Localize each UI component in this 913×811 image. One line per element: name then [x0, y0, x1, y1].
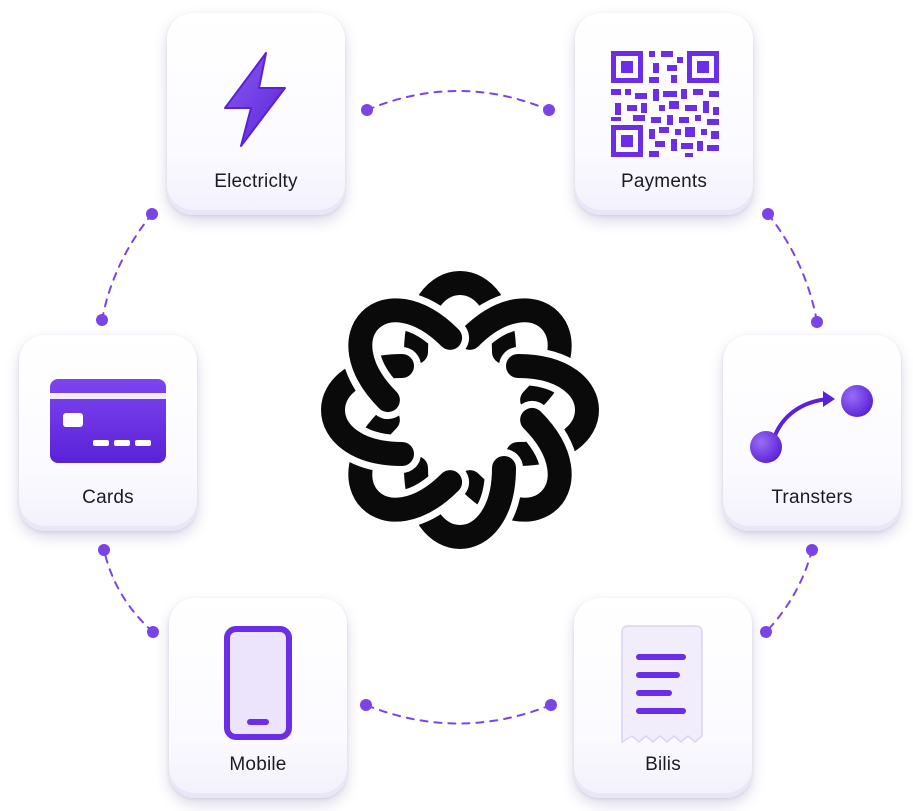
qr-code-icon: [611, 51, 719, 157]
connector-payments-transfers: [767, 213, 818, 323]
connector-dot: [806, 544, 818, 556]
tile-label: Mobile: [229, 754, 287, 775]
connector-bills-mobile: [365, 704, 552, 725]
connector-dot: [98, 544, 110, 556]
lightning-bolt-icon: [224, 52, 286, 147]
connector-mobile-cards: [103, 549, 154, 633]
tile-label: Cards: [82, 487, 134, 508]
connector-dot: [545, 699, 557, 711]
connector-dot: [146, 208, 158, 220]
tile-transfers[interactable]: Transters: [723, 335, 901, 531]
connector-electricity-payments: [366, 90, 550, 111]
connector-dot: [361, 104, 373, 116]
mobile-phone-icon: [224, 626, 292, 740]
tile-label: Payments: [620, 171, 708, 192]
transfer-arrow-icon: [750, 385, 873, 463]
connector-dot: [811, 316, 823, 328]
connector-dot: [96, 314, 108, 326]
tile-electricity[interactable]: Electriclty: [167, 13, 345, 215]
receipt-icon: [621, 625, 703, 744]
connector-dot: [147, 626, 159, 638]
tile-bills[interactable]: Bilis: [574, 598, 752, 798]
tile-mobile[interactable]: Mobile: [169, 598, 347, 798]
interlocking-ring-logo-icon: [305, 255, 615, 565]
tile-cards[interactable]: Cards: [19, 335, 197, 531]
connector-dot: [360, 699, 372, 711]
connector-dot: [543, 104, 555, 116]
connector-dot: [760, 626, 772, 638]
tile-label: Electriclty: [214, 171, 298, 192]
tile-label: Transters: [771, 487, 853, 508]
connector-cards-electricity: [101, 213, 153, 321]
connector-dot: [762, 208, 774, 220]
connector-transfers-bills: [765, 549, 813, 633]
credit-card-icon: [50, 379, 166, 463]
tile-payments[interactable]: Payments: [575, 13, 753, 215]
tile-label: Bilis: [645, 754, 681, 775]
